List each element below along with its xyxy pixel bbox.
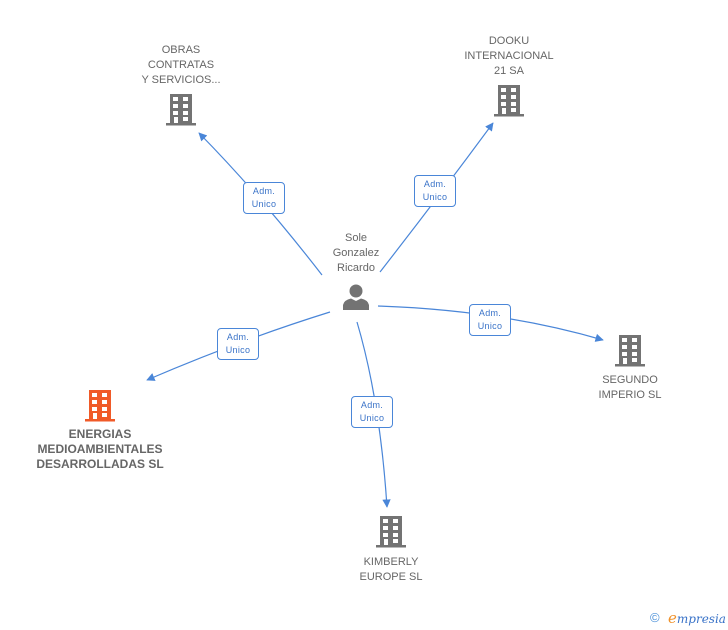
person-name: Sole Gonzalez Ricardo: [332, 232, 380, 274]
edge-label-dooku[interactable]: Adm. Unico: [414, 175, 456, 207]
role-line1: Adm.: [423, 179, 447, 189]
building-icon: [376, 516, 406, 548]
role-line1: Adm.: [360, 400, 384, 410]
role-line2: Unico: [359, 413, 385, 423]
person-icon: [343, 284, 369, 310]
company-name: DOOKU INTERNACIONAL 21 SA: [464, 35, 554, 77]
copyright-icon: ©: [650, 610, 660, 625]
company-name: OBRAS CONTRATAS Y SERVICIOS...: [141, 44, 221, 86]
edge-label-energias[interactable]: Adm. Unico: [217, 328, 259, 360]
empresia-logo[interactable]: empresia: [668, 609, 726, 627]
brand-rest: mpresia: [676, 612, 726, 626]
company-node-energias[interactable]: ENERGIAS MEDIOAMBIENTALES DESARROLLADAS …: [30, 389, 170, 472]
person-node[interactable]: Sole Gonzalez Ricardo: [310, 231, 402, 310]
building-icon: [615, 335, 645, 367]
role-line2: Unico: [422, 192, 448, 202]
role-line1: Adm.: [478, 308, 502, 318]
building-icon: [85, 390, 115, 422]
brand-initial: e: [668, 609, 677, 627]
company-name: ENERGIAS MEDIOAMBIENTALES DESARROLLADAS …: [36, 427, 164, 471]
role-line1: Adm.: [252, 186, 276, 196]
company-node-dooku[interactable]: DOOKU INTERNACIONAL 21 SA: [447, 34, 571, 118]
edge-label-segundo[interactable]: Adm. Unico: [469, 304, 511, 336]
company-node-obras[interactable]: OBRAS CONTRATAS Y SERVICIOS...: [131, 43, 231, 127]
company-node-kimberly[interactable]: KIMBERLY EUROPE SL: [341, 515, 441, 585]
role-line2: Unico: [225, 345, 251, 355]
company-node-segundo[interactable]: SEGUNDO IMPERIO SL: [580, 334, 680, 403]
building-icon: [494, 85, 524, 117]
edge-label-kimberly[interactable]: Adm. Unico: [351, 396, 393, 428]
role-line1: Adm.: [226, 332, 250, 342]
company-name: SEGUNDO IMPERIO SL: [598, 374, 662, 401]
role-line2: Unico: [477, 321, 503, 331]
building-icon: [166, 94, 196, 126]
role-line2: Unico: [251, 199, 277, 209]
company-name: KIMBERLY EUROPE SL: [359, 556, 423, 583]
edge-label-obras[interactable]: Adm. Unico: [243, 182, 285, 214]
